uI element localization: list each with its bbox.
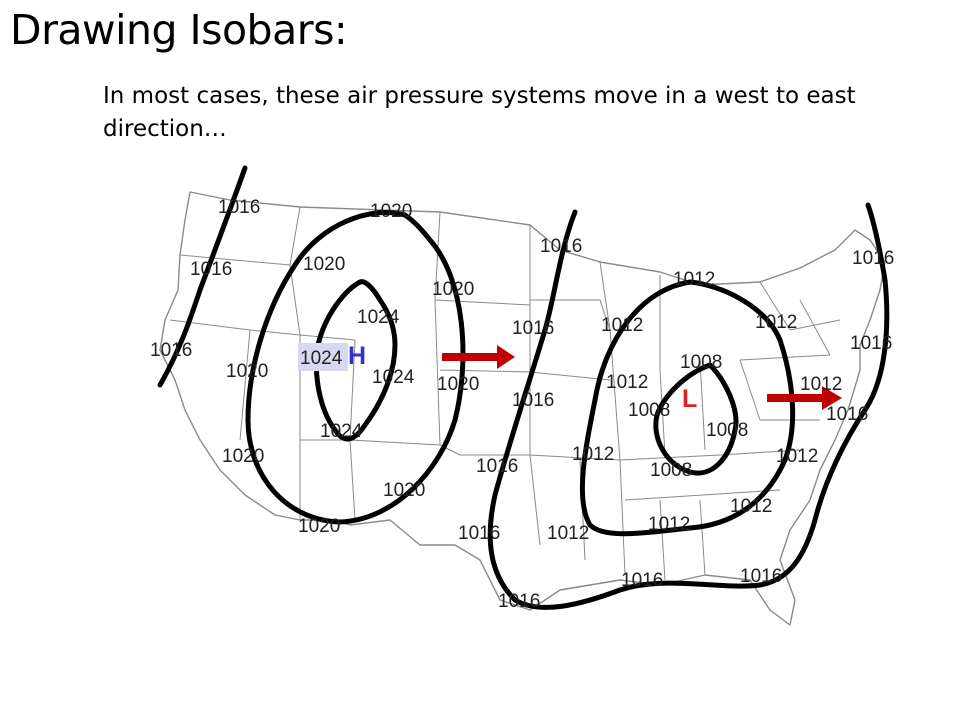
pressure-label-extra-2: 1016 [498,591,540,612]
high-center-value: 1024 [300,348,343,369]
pressure-label: 1016 [218,197,260,218]
pressure-label: 1016 [150,340,192,361]
pressure-label: 1012 [730,496,772,517]
pressure-label: 1016 [190,259,232,280]
arrow-low-east [767,386,842,410]
pressure-label: 1016 [458,523,500,544]
pressure-label: 1012 [601,315,643,336]
pressure-label: 1020 [226,361,268,382]
pressure-label: 1024 [357,307,400,328]
pressure-label: 1016 [476,456,518,477]
pressure-label: 1008 [706,420,748,441]
pressure-label: 1016 [512,318,554,339]
isobar-high-1020 [245,209,466,525]
pressure-label: 1020 [370,201,412,222]
isobars [157,165,890,610]
low-pressure-label: L [682,385,697,413]
pressure-label: 1020 [298,516,340,537]
pressure-label: 1016 [621,570,663,591]
pressure-label: 1012 [606,372,648,393]
slide-subtitle: In most cases, these air pressure system… [103,83,856,142]
pressure-label: 1012 [776,446,818,467]
pressure-label: 1016 [512,390,554,411]
movement-arrows [442,345,842,410]
isobar-high-1024 [313,279,398,442]
pressure-label: 1008 [650,460,692,481]
pressure-label: 1016 [540,236,582,257]
isobar-east-1016-left [487,202,890,610]
pressure-label: 1008 [680,352,722,373]
pressure-label: 1012 [755,312,797,333]
pressure-label: 1012 [572,444,614,465]
isobar-low-1008 [653,362,739,476]
pressure-label: 1020 [303,254,345,275]
isobar-west-1016 [157,165,248,388]
high-center-highlight [298,343,348,371]
high-pressure-label: H [348,342,366,370]
pressure-label: 1020 [222,446,264,467]
pressure-label: 1016 [852,248,894,269]
pressure-labels: 1016 1020 1016 1020 1016 1020 1024 1024 … [150,197,894,591]
state-boundaries [169,206,841,581]
slide-title: Drawing Isobars: [10,6,348,54]
pressure-label: 1020 [437,374,479,395]
pressure-label: 1016 [826,404,868,425]
arrow-high-east [442,345,515,369]
pressure-label: 1008 [628,400,670,421]
pressure-label: 1024 [372,367,415,388]
pressure-label: 1012 [800,374,842,395]
pressure-label: 1012 [673,269,715,290]
isobar-low-1012 [579,279,796,537]
pressure-label: 1016 [740,566,782,587]
pressure-label: 1020 [432,279,474,300]
pressure-label-extra-1: 1012 [547,523,589,544]
pressure-label: 1024 [320,421,363,442]
pressure-label: 1020 [383,480,425,501]
pressure-label: 1016 [850,333,892,354]
pressure-label: 1012 [648,514,690,535]
